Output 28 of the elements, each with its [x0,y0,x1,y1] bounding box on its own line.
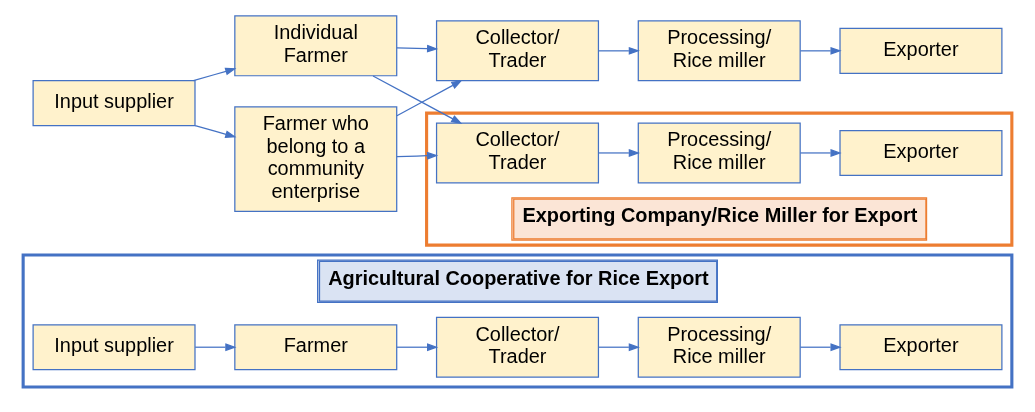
arrow [194,124,237,138]
node-box: Collector/ Trader [435,121,600,183]
node-box: Collector/ Trader [435,316,600,378]
arrow [598,342,640,351]
node-box: Farmer [234,323,398,370]
node-box: Exporter [839,323,1003,370]
node-box: Individual Farmer [234,14,398,76]
node-box: Exporter [839,27,1003,74]
arrow [799,148,842,157]
arrow [396,44,439,53]
arrow [396,342,439,351]
node-box: Input supplier [32,79,196,126]
node-box: Exporter [839,129,1003,176]
arrow [799,342,842,351]
arrow [598,46,640,55]
node-box: Processing/ Rice miller [637,121,801,183]
node-box: Farmer who belong to a community enterprise [234,105,398,212]
arrow [598,148,640,157]
node-box: Processing/ Rice miller [637,316,801,378]
node-box: Processing/ Rice miller [637,19,801,81]
arrow [396,79,463,116]
arrow [799,46,842,55]
arrow [192,67,237,81]
arrow [194,342,237,351]
arrow [372,74,463,124]
arrow [396,151,439,160]
node-box: Collector/ Trader [435,19,600,81]
node-box: Input supplier [32,323,196,370]
